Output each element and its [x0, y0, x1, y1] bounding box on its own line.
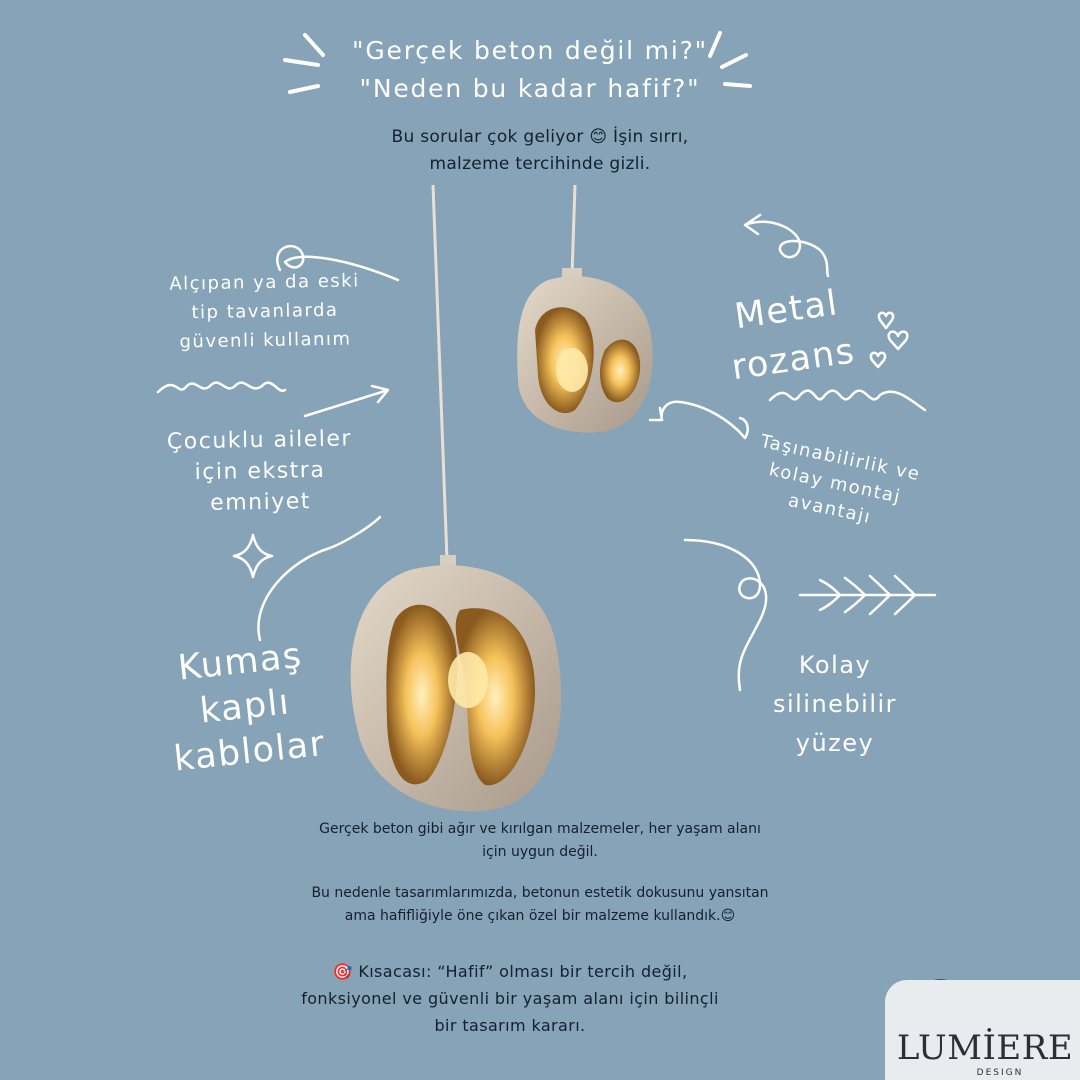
body-paragraph-2: Bu nedenle tasarımlarımızda, betonun est…	[240, 882, 840, 928]
feature-children: Çocuklu aileler için ekstra emniyet	[166, 426, 353, 516]
summary-line-2: fonksiyonel ve güvenli bir yaşam alanı i…	[301, 989, 719, 1008]
burst-left-icon	[283, 33, 325, 94]
cord-small	[570, 184, 577, 276]
intro-line-2: malzeme tercihinde gizli.	[429, 154, 651, 174]
logo-wordmark: LUMİERE	[896, 1028, 1074, 1068]
swirl-top-right-icon	[743, 213, 830, 278]
heart-icon-1	[877, 311, 895, 330]
heart-icon-3	[869, 351, 887, 369]
wave-left-icon	[156, 381, 287, 394]
logo-badge	[885, 980, 1080, 1080]
logo-subtitle: DESIGN	[976, 1068, 1024, 1078]
summary-line-1: 🎯 Kısacası: “Hafif” olması bir tercih de…	[332, 962, 688, 981]
feature-ceiling: Alçıpan ya da eski tip tavanlarda güvenl…	[169, 270, 360, 353]
title-line-1: "Gerçek beton değil mi?"	[352, 36, 708, 65]
arrow-left-icon	[303, 384, 390, 418]
sparkle-icon	[232, 533, 274, 579]
intro-text: Bu sorular çok geliyor 😊 İşin sırrı, mal…	[330, 124, 750, 178]
body-p1-line-2: için uygun değil.	[482, 844, 598, 860]
intro-line-1: Bu sorular çok geliyor 😊 İşin sırrı,	[391, 127, 689, 147]
large-lamp	[350, 555, 562, 812]
burst-right-icon	[708, 31, 752, 88]
branch-icon	[798, 574, 937, 616]
feature-fabric-cables: Kumaş kaplı kablolar	[171, 635, 328, 780]
body-paragraph-1: Gerçek beton gibi ağır ve kırılgan malze…	[240, 818, 840, 864]
cord-large	[431, 184, 449, 561]
body-p1-line-1: Gerçek beton gibi ağır ve kırılgan malze…	[319, 821, 761, 837]
summary-line-3: bir tasarım kararı.	[434, 1016, 586, 1035]
body-p2-line-2: ama hafifliğiyle öne çıkan özel bir malz…	[344, 908, 736, 924]
wave-right-icon	[768, 389, 927, 412]
title-line-2: "Neden bu kadar hafif?"	[359, 74, 701, 103]
curve-left-icon	[257, 515, 382, 642]
curve-right-icon	[683, 538, 768, 692]
swirl-top-left-icon	[276, 244, 400, 282]
heart-icon-2	[887, 330, 909, 351]
feature-easy-clean: Kolay silinebilir yüzey	[772, 651, 898, 757]
page-title: "Gerçek beton değil mi?" "Neden bu kadar…	[290, 32, 770, 108]
body-p2-line-1: Bu nedenle tasarımlarımızda, betonun est…	[311, 885, 769, 901]
summary-paragraph: 🎯 Kısacası: “Hafif” olması bir tercih de…	[250, 958, 770, 1039]
arrow-right-icon	[648, 400, 749, 440]
small-lamp	[517, 268, 653, 433]
